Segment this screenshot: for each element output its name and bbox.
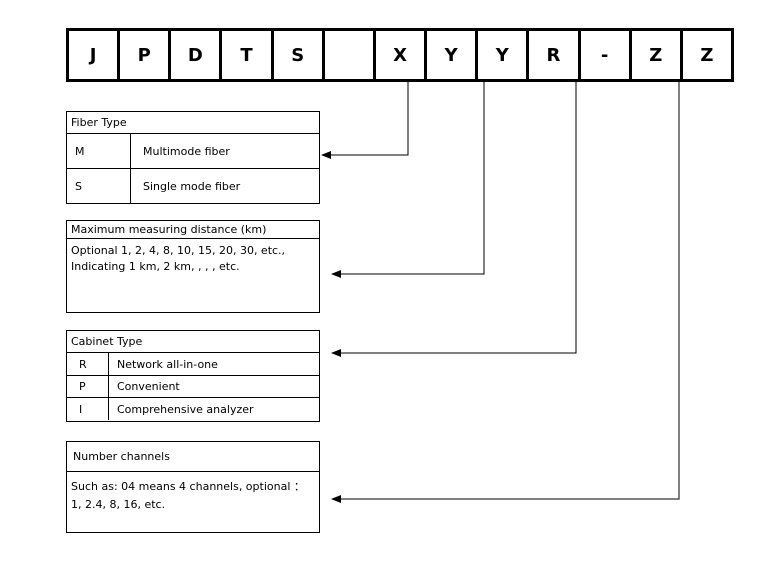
fiber-type-title: Fiber Type bbox=[67, 112, 319, 134]
max-distance-line-1: Optional 1, 2, 4, 8, 10, 15, 20, 30, etc… bbox=[71, 244, 286, 257]
fiber-desc: Single mode fiber bbox=[143, 179, 241, 193]
max-distance-box: Maximum measuring distance (km) Optional… bbox=[66, 220, 320, 313]
cabinet-desc: Convenient bbox=[117, 380, 180, 393]
code-cell-blank bbox=[325, 31, 376, 79]
code-cell-dash: - bbox=[581, 31, 632, 79]
fiber-desc: Multimode fiber bbox=[143, 144, 230, 158]
model-code-bar: J P D T S X Y Y R - Z Z bbox=[66, 28, 734, 82]
max-distance-title: Maximum measuring distance (km) bbox=[67, 221, 319, 239]
connector-zz-to-channels bbox=[331, 82, 680, 503]
code-cell-y2: Y bbox=[478, 31, 530, 79]
table-row: S Single mode fiber bbox=[67, 168, 319, 203]
cabinet-type-title: Cabinet Type bbox=[67, 331, 319, 353]
code-cell-r: R bbox=[529, 31, 581, 79]
table-row: I Comprehensive analyzer bbox=[67, 397, 319, 420]
code-cell-y1: Y bbox=[427, 31, 479, 79]
code-cell-z2: Z bbox=[700, 44, 714, 66]
fiber-type-table: Fiber Type M Multimode fiber S Single mo… bbox=[66, 111, 320, 204]
cabinet-type-table: Cabinet Type R Network all-in-one P Conv… bbox=[66, 330, 320, 422]
cabinet-code: I bbox=[67, 398, 109, 420]
table-row: M Multimode fiber bbox=[67, 134, 319, 168]
channels-line-1: Such as: 04 means 4 channels, optional ： bbox=[71, 480, 305, 493]
code-cell-j: J bbox=[69, 31, 121, 79]
code-cell-d: D bbox=[171, 31, 223, 79]
fiber-code: M bbox=[67, 134, 131, 168]
cabinet-code: R bbox=[67, 353, 109, 375]
cabinet-desc: Network all-in-one bbox=[117, 357, 218, 371]
code-cell-x: X bbox=[376, 31, 428, 79]
table-row: R Network all-in-one bbox=[67, 353, 319, 375]
code-cell-z1: Z bbox=[632, 31, 683, 79]
connector-yy-to-distance bbox=[331, 82, 485, 278]
table-row: P Convenient bbox=[67, 375, 319, 397]
code-cell-t: T bbox=[222, 31, 274, 79]
code-cell-s: S bbox=[274, 31, 325, 79]
connector-r-to-cabinet bbox=[331, 82, 577, 357]
cabinet-desc: Comprehensive analyzer bbox=[117, 402, 254, 416]
cabinet-code: P bbox=[67, 376, 109, 397]
channels-line-2: 1, 2.4, 8, 16, etc. bbox=[71, 498, 166, 511]
max-distance-text: Optional 1, 2, 4, 8, 10, 15, 20, 30, etc… bbox=[67, 239, 319, 279]
max-distance-line-2: Indicating 1 km, 2 km, , , , etc. bbox=[71, 260, 240, 273]
connector-x-to-fiber bbox=[321, 82, 409, 159]
channels-text: Such as: 04 means 4 channels, optional ：… bbox=[67, 472, 319, 518]
channels-box: Number channels Such as: 04 means 4 chan… bbox=[66, 441, 320, 533]
fiber-code: S bbox=[67, 169, 131, 203]
channels-title: Number channels bbox=[67, 442, 319, 472]
code-cell-p: P bbox=[120, 31, 172, 79]
